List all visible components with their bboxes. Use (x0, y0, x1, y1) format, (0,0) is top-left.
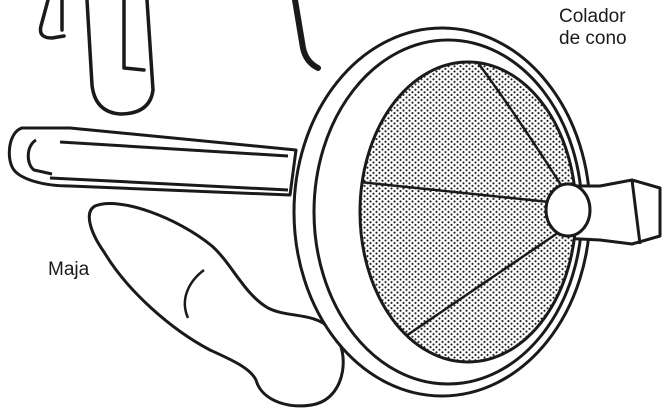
colander-label: Colador de cono (559, 6, 627, 50)
pestle-label: Maja (48, 259, 89, 281)
stand-legs (40, 0, 318, 114)
colander-handle (9, 128, 296, 195)
colander-label-line2: de cono (559, 28, 627, 50)
colander (294, 28, 660, 396)
colander-label-line1: Colador (559, 6, 627, 28)
